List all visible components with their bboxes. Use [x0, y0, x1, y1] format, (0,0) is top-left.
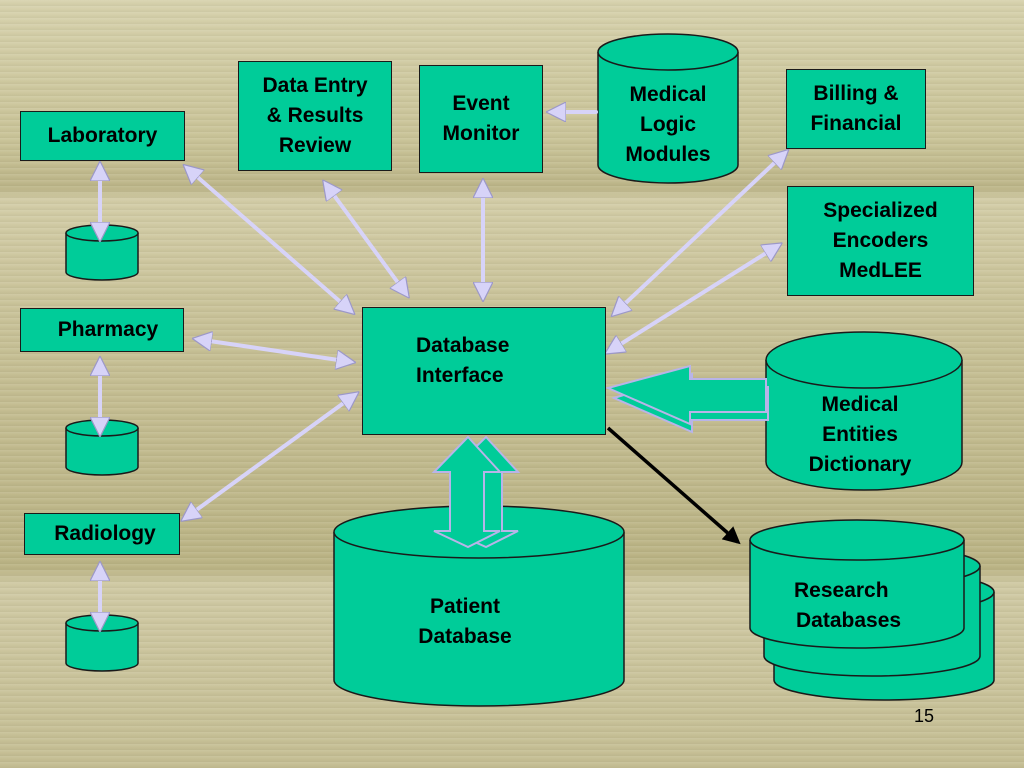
encoders-line-2: Encoders	[832, 229, 929, 252]
billing-line-2: Financial	[810, 112, 902, 135]
patient-db-line-2: Database	[418, 625, 512, 648]
med-line-3: Dictionary	[808, 453, 912, 476]
data-entry-line-2: & Results	[266, 104, 364, 127]
radiology-box: Radiology	[24, 513, 180, 555]
pharmacy-box: Pharmacy	[20, 308, 184, 352]
encoders-line-1: Specialized	[823, 199, 938, 222]
page-number: 15	[913, 706, 935, 726]
patient-db-cylinder	[333, 505, 625, 707]
medical-logic-label: Medical Logic Modules	[598, 80, 738, 170]
medical-logic-line-3: Modules	[625, 143, 711, 166]
radiology-label: Radiology	[54, 522, 156, 545]
pharmacy-to-interface-connector	[196, 339, 352, 362]
med-line-1: Medical	[821, 393, 899, 416]
database-interface-line-1: Database	[416, 334, 510, 357]
medical-logic-line-1: Medical	[629, 83, 707, 106]
database-interface-box: Database Interface	[362, 307, 606, 435]
data-entry-to-interface-connector	[325, 183, 407, 295]
research-db-label: Research Databases	[782, 576, 932, 636]
dictionary-feed-arrow	[604, 364, 769, 434]
patient-db-block-arrow	[431, 435, 521, 549]
medical-logic-line-2: Logic	[640, 113, 696, 136]
research-db-line-1: Research	[794, 579, 889, 602]
encoders-box: Specialized Encoders MedLEE	[787, 186, 974, 296]
research-db-stack	[749, 519, 995, 701]
interface-to-research-arrow	[606, 426, 741, 545]
radiology-to-interface-connector	[184, 394, 356, 519]
billing-box: Billing & Financial	[786, 69, 926, 149]
laboratory-label: Laboratory	[47, 124, 158, 147]
pharmacy-label: Pharmacy	[57, 318, 159, 341]
encoders-to-interface-connector	[608, 245, 779, 352]
billing-line-1: Billing &	[813, 82, 899, 105]
data-entry-line-3: Review	[278, 134, 352, 157]
patient-db-label: Patient Database	[378, 592, 552, 652]
data-entry-box: Data Entry & Results Review	[238, 61, 392, 171]
data-entry-line-1: Data Entry	[262, 74, 368, 97]
event-monitor-box: Event Monitor	[419, 65, 543, 173]
radiology-db-cylinder	[65, 614, 139, 672]
event-monitor-line-2: Monitor	[442, 122, 520, 145]
laboratory-box: Laboratory	[20, 111, 185, 161]
encoders-line-3: MedLEE	[839, 259, 922, 282]
event-monitor-line-1: Event	[452, 92, 510, 115]
patient-db-line-1: Patient	[429, 595, 500, 618]
laboratory-db-cylinder	[65, 224, 139, 281]
med-label: Medical Entities Dictionary	[766, 390, 954, 480]
med-line-2: Entities	[822, 423, 898, 446]
med-cylinder	[765, 331, 963, 491]
database-interface-line-2: Interface	[416, 364, 504, 387]
research-db-line-2: Databases	[796, 609, 902, 632]
